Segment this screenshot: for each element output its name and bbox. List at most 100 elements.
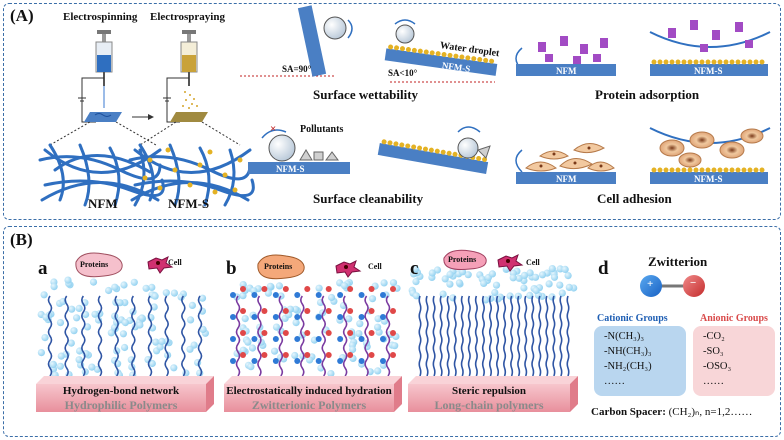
cleanability-nfm-s-2 [377,126,491,174]
water-molecule [271,347,279,355]
cation-dot [294,314,301,320]
polymer-chain [235,295,241,377]
water-molecules-c [408,264,578,304]
nfm-s-fiber-mesh [128,143,255,207]
polymer-chain [552,295,556,377]
water-molecule [91,310,99,318]
anion-dot [347,352,354,358]
cation-dot [358,358,365,364]
anionic-group-item: -OSO₃ [703,361,732,372]
cation-dot [272,292,279,298]
polymer-chain [81,295,86,377]
water-molecule [345,315,353,323]
water-molecule [356,320,364,328]
label-membrane-nfm-s: NFM-S [694,174,723,184]
anion-dot [282,330,289,336]
polymer-chain [97,295,103,377]
cation-dot [337,292,344,298]
cation-dot [380,292,386,298]
anion-dot [347,308,354,314]
anion-dot [325,286,332,292]
anion-dot [347,286,354,292]
water-molecule [156,343,164,351]
water-molecule [412,292,420,300]
water-molecule [556,281,564,289]
water-molecule [441,275,449,283]
polymer-chain [257,295,262,377]
panel-b-label: (B) [10,230,33,249]
label-cell: Cell [168,258,182,267]
water-molecule [368,295,377,303]
zoom-lines [49,121,241,146]
polymer-chain [566,295,570,377]
water-molecule [188,301,196,309]
anionic-group-item: …… [703,376,724,387]
water-molecule [266,282,274,290]
polymer-chain [481,295,485,377]
water-molecule [56,319,65,327]
water-molecule [380,279,388,287]
water-molecule [565,283,573,291]
anion-dot [261,286,268,292]
water-molecule [428,269,436,277]
cation-dot [315,314,322,320]
label-electrostatic-hydration: Electrostatically induced hydration [226,385,392,397]
water-molecule [520,271,529,279]
water-molecule [532,286,540,295]
water-molecule [105,286,113,295]
cation-dot [251,358,258,364]
water-molecule [446,270,454,279]
polymer-chain [418,295,422,377]
water-molecule [391,342,399,350]
label-membrane-nfm: NFM [556,174,577,184]
water-molecule [64,276,72,284]
water-molecule [374,323,382,331]
water-molecule [491,288,499,297]
wettability-nfm-s [384,19,498,83]
water-molecule [538,271,547,279]
water-molecule [492,281,501,289]
water-molecule [328,293,336,302]
anion-dot [368,330,375,336]
cation-dot [251,336,258,342]
water-molecule [275,282,283,290]
carbon-spacer-label: Carbon Spacer: (CH₂)ₙ, n=1,2…… [591,405,752,418]
water-molecule [119,330,127,338]
water-molecule [433,266,442,274]
cationic-group-item: -NH(CH₃)₃ [604,346,652,357]
polymer-chain [503,295,507,377]
cation-dot [315,336,322,342]
label-membrane-nfm-s: NFM-S [276,164,305,174]
polymer-chain [385,295,391,377]
cation-dot [294,336,301,342]
water-molecule [239,281,247,289]
label-electrospraying: Electrospraying [150,11,225,23]
label-cell: Cell [526,258,540,267]
water-molecule [446,280,454,288]
water-molecule [248,344,257,352]
anion-dot [347,330,354,336]
protein-adsorption-nfm-s [649,20,771,76]
polymer-chain [531,295,535,377]
anion-dot [282,352,289,358]
cationic-group-item: -NH₂(CH₃) [604,361,652,372]
cell-adhesion-nfm [515,143,616,184]
cation-dot [337,314,344,320]
water-molecule [247,363,255,371]
polymer-chains-b [230,286,396,377]
anion-dot [368,352,375,358]
water-molecule [116,299,124,307]
label-protein-adsorption: Protein adsorption [595,87,700,102]
anion-dot [282,308,289,314]
cation-dot [230,358,236,364]
polymer-chain [321,295,327,377]
anion-dot [240,352,246,358]
water-molecule [292,305,300,313]
polymer-chains-c [418,295,570,377]
water-molecule [199,325,207,333]
polymer-chain [524,295,528,377]
anion-dot [261,352,268,358]
water-molecule [120,281,128,289]
water-molecule [412,265,420,273]
anion-dot [304,308,311,314]
